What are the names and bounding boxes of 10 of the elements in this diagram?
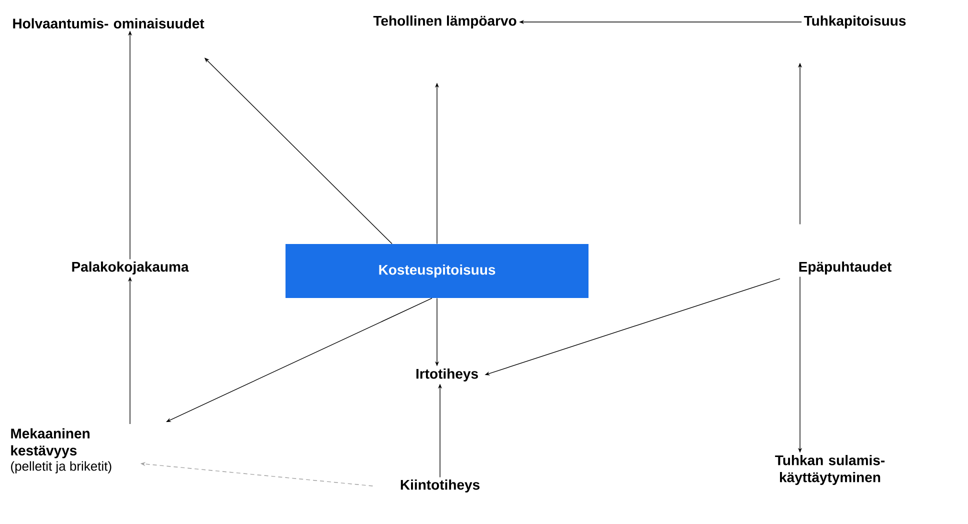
label-text: Tuhkapitoisuus [804, 15, 906, 29]
label-text: Mekaaninen kestävyys (pelletit ja briketit) [11, 428, 112, 474]
highlight-box: Kosteuspitoisuus [286, 244, 588, 298]
label-text: Palakokojakauma [72, 261, 189, 275]
label-text: Irtotiheys [416, 368, 478, 382]
label-text: Holvaantumis- ominaisuudet [13, 18, 204, 28]
label-text: Tehollinen lämpöarvo [373, 15, 516, 29]
label-text: Tuhkan sulamis- käyttäytyminen [775, 454, 885, 485]
label-text: Epäpuhtaudet [799, 261, 892, 275]
label-text: Kiintotiheys [400, 479, 480, 493]
